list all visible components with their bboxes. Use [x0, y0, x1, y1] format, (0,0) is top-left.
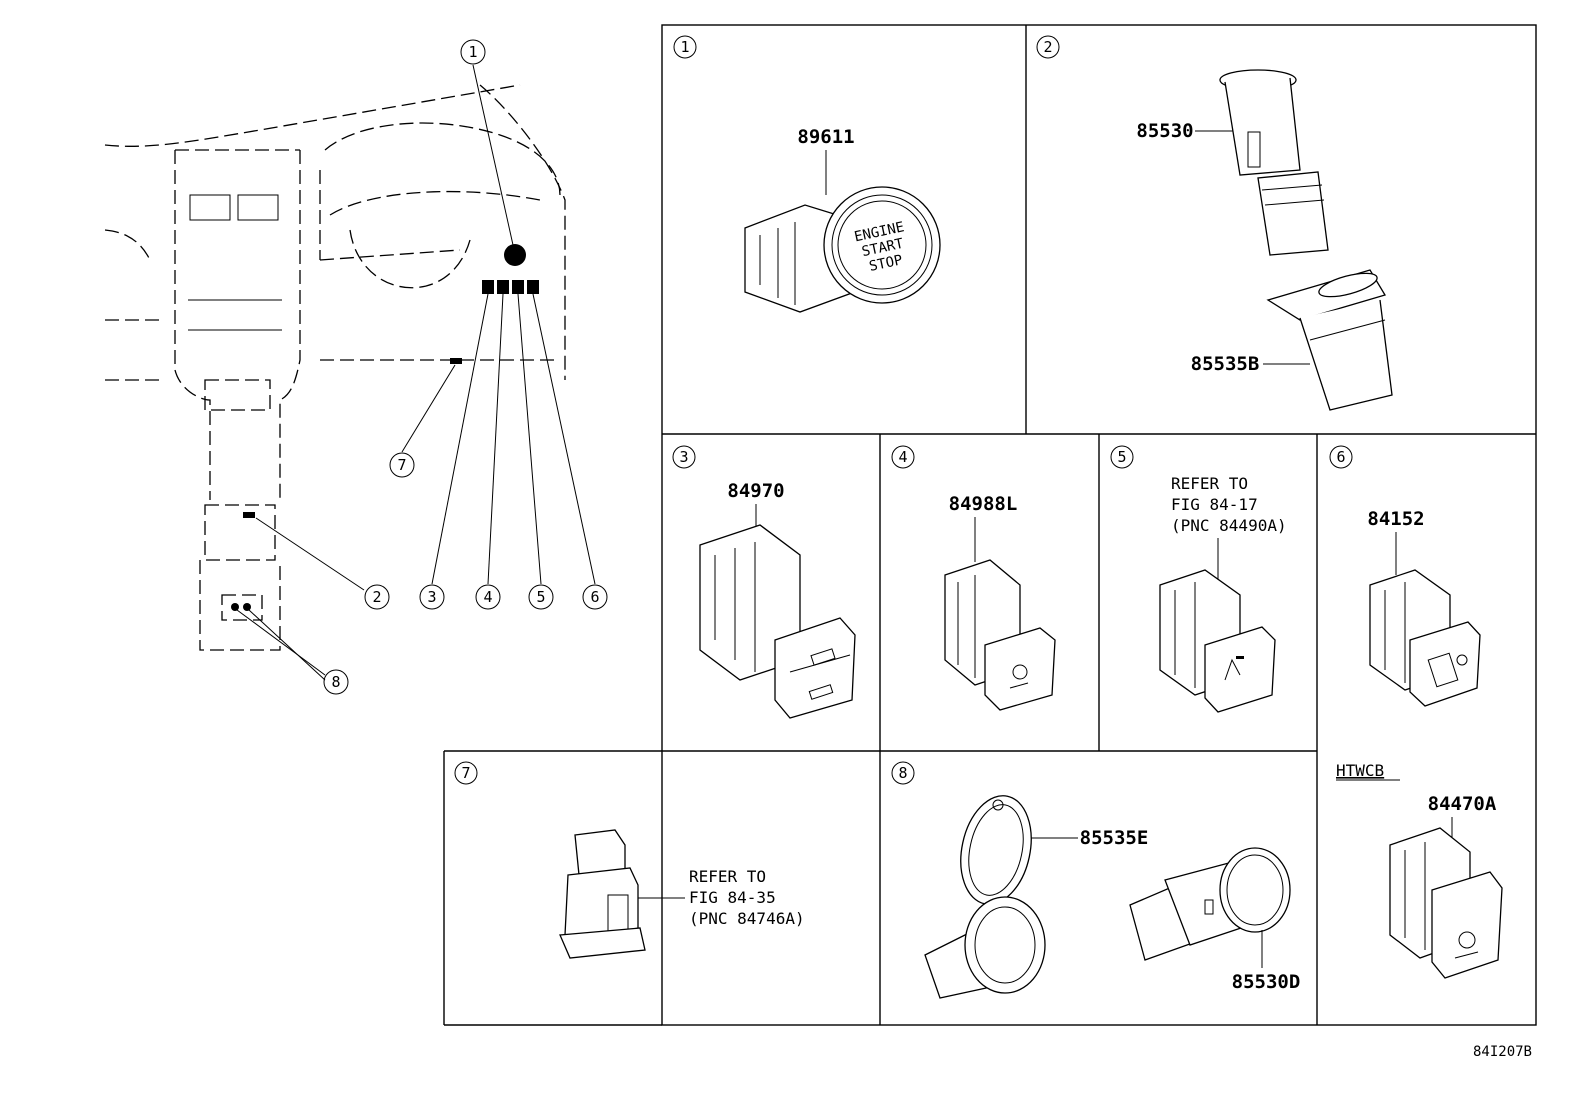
callout-7: 7 — [389, 452, 415, 478]
socket-85535E-part — [924, 795, 1046, 999]
overview-callouts: 1 7 2 3 4 5 6 8 — [323, 39, 608, 695]
refer-text-line2: FIG 84-35 — [689, 888, 776, 907]
switch-84490A-part — [1159, 569, 1276, 713]
svg-text:3: 3 — [679, 448, 688, 466]
switch-84988L-part — [944, 559, 1056, 711]
svg-text:2: 2 — [372, 588, 381, 606]
svg-text:8: 8 — [331, 673, 340, 691]
svg-text:7: 7 — [397, 456, 406, 474]
socket-85530D-part — [1129, 847, 1291, 961]
refer-text-line3: (PNC 84746A) — [689, 909, 805, 928]
svg-text:7: 7 — [461, 764, 470, 782]
figure-code: 84I207B — [1473, 1044, 1532, 1060]
panel-5: 5 REFER TO FIG 84-17 (PNC 84490A) — [1110, 445, 1287, 713]
part-label-84470A: 84470A — [1428, 793, 1497, 815]
panel-2: 2 85530 85535B — [1036, 35, 1393, 411]
svg-text:4: 4 — [483, 588, 492, 606]
socket-85535B-part — [1266, 269, 1393, 411]
switch-84470A-part — [1389, 827, 1503, 979]
part-label-85530D: 85530D — [1232, 971, 1301, 993]
callout-2: 2 — [364, 584, 390, 610]
svg-text:5: 5 — [1117, 448, 1126, 466]
callout-3: 3 — [419, 584, 445, 610]
refer-text-line1: REFER TO — [689, 867, 766, 886]
part-label-85530: 85530 — [1136, 120, 1193, 142]
callout-4: 4 — [475, 584, 501, 610]
svg-text:STOP: STOP — [868, 252, 904, 275]
panel-6: 6 84152 HTWCB 84470A — [1329, 445, 1503, 979]
dashboard-overview — [104, 84, 566, 651]
part-label-84988L: 84988L — [949, 493, 1018, 515]
svg-text:6: 6 — [1336, 448, 1345, 466]
svg-text:6: 6 — [590, 588, 599, 606]
panel-frames — [443, 24, 1537, 1026]
overview-leaders — [236, 64, 596, 681]
panel-3: 3 84970 — [672, 445, 856, 719]
panel-8: 8 85535E 85530D — [891, 761, 1301, 999]
svg-text:5: 5 — [536, 588, 545, 606]
svg-text:2: 2 — [1043, 38, 1052, 56]
svg-text:3: 3 — [427, 588, 436, 606]
part-label-84152: 84152 — [1367, 508, 1424, 530]
svg-text:1: 1 — [680, 38, 689, 56]
panel-4: 4 84988L — [891, 445, 1056, 711]
svg-text:4: 4 — [898, 448, 907, 466]
callout-8: 8 — [323, 669, 349, 695]
refer-text-line2: FIG 84-17 — [1171, 495, 1258, 514]
svg-text:1: 1 — [468, 43, 477, 61]
switch-84152-part — [1369, 569, 1481, 707]
part-label-89611: 89611 — [797, 126, 854, 148]
part-label-85535E: 85535E — [1080, 827, 1149, 849]
engine-start-button-part: ENGINE START STOP — [744, 186, 941, 313]
part-label-84970: 84970 — [727, 480, 784, 502]
variant-tag: HTWCB — [1336, 761, 1384, 780]
panel-1: 1 89611 ENGINE START STOP — [673, 35, 941, 313]
switch-84970-part — [699, 524, 856, 719]
refer-text-line1: REFER TO — [1171, 474, 1248, 493]
callout-6: 6 — [582, 584, 608, 610]
callout-1: 1 — [460, 39, 486, 65]
socket-85530-part — [1219, 69, 1329, 256]
panel-7: 7 REFER TO FIG 84-35 (PNC 84746A) — [454, 761, 805, 959]
svg-text:8: 8 — [898, 764, 907, 782]
switch-84746A-part — [559, 829, 646, 959]
refer-text-line3: (PNC 84490A) — [1171, 516, 1287, 535]
callout-5: 5 — [528, 584, 554, 610]
part-label-85535B: 85535B — [1191, 353, 1260, 375]
